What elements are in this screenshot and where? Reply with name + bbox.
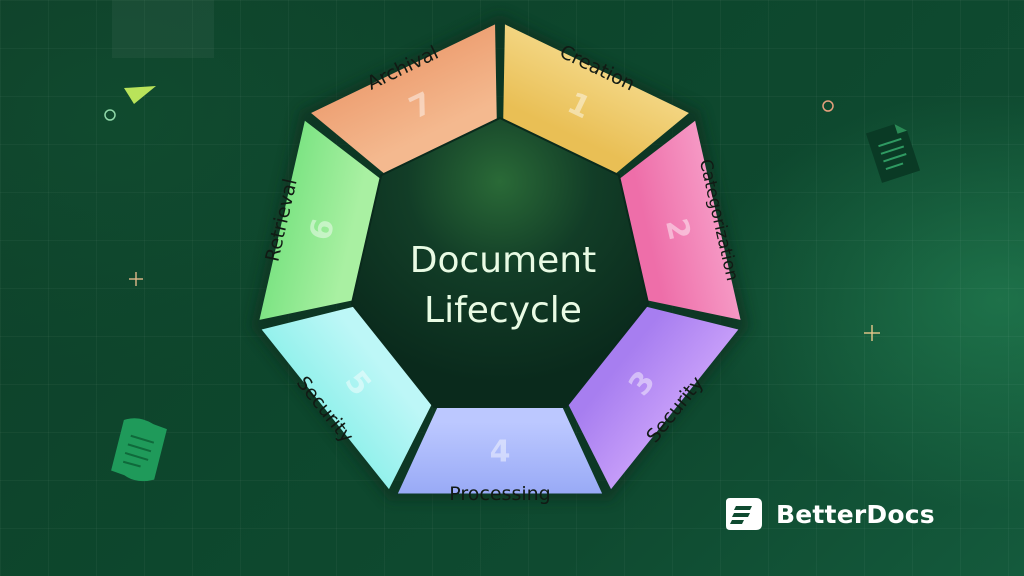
center-title-line2: Lifecycle [424,290,582,331]
plus-decoration-icon [129,272,143,286]
segment-2 [619,120,741,320]
segment-6 [259,120,381,320]
center-title-line1: Document [410,240,597,281]
plus-decoration-icon [864,325,880,341]
segment-4-number: 4 [490,435,511,470]
ring-decoration-icon [822,100,834,112]
betterdocs-logo-icon [726,498,762,530]
background-panel [112,0,214,58]
triangle-decoration-icon [124,86,156,104]
segment-4 [397,406,603,494]
segment-7 [311,24,497,174]
document-icon [865,124,921,183]
segment-4-label: Processing [449,483,550,505]
ring-decoration-icon [104,109,116,121]
document-icon [111,418,167,482]
center-hub [350,116,650,408]
brand-logo[interactable]: BetterDocs [722,492,935,536]
segment-1 [503,24,689,174]
brand-name: BetterDocs [776,499,935,529]
